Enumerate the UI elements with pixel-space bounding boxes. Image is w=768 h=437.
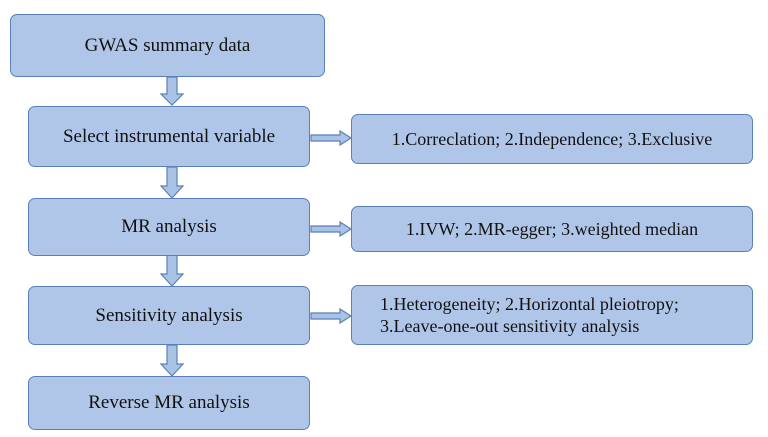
step-gwas-label: GWAS summary data [84, 34, 251, 56]
detail-select-label: 1.Correclation; 2.Independence; 3.Exclus… [391, 128, 713, 149]
right-arrow-1 [310, 129, 353, 147]
step-select-instrumental-variable: Select instrumental variable [28, 106, 310, 167]
step-sensitivity-analysis: Sensitivity analysis [28, 286, 310, 345]
down-arrow-2 [159, 166, 185, 199]
down-arrow-3 [159, 254, 185, 287]
down-arrow-1 [159, 76, 185, 106]
detail-sensitivity-line1: 1.Heterogeneity; 2.Horizontal pleiotropy… [380, 293, 679, 314]
detail-mr-label: 1.IVW; 2.MR-egger; 3.weighted median [405, 218, 699, 239]
step-reverse-mr-analysis: Reverse MR analysis [28, 376, 310, 430]
detail-sensitivity-line2: 3.Leave-one-out sensitivity analysis [380, 316, 640, 336]
step-select-label: Select instrumental variable [62, 125, 276, 147]
step-mr-label: MR analysis [121, 216, 217, 238]
detail-mr-methods: 1.IVW; 2.MR-egger; 3.weighted median [351, 206, 753, 252]
step-reverse-label: Reverse MR analysis [88, 392, 250, 414]
step-gwas-summary-data: GWAS summary data [10, 14, 325, 77]
down-arrow-4 [159, 344, 185, 377]
detail-select-criteria: 1.Correclation; 2.Independence; 3.Exclus… [351, 114, 753, 164]
right-arrow-3 [310, 307, 353, 325]
step-sensitivity-label: Sensitivity analysis [95, 304, 243, 326]
right-arrow-2 [310, 220, 353, 238]
detail-sensitivity-tests: 1.Heterogeneity; 2.Horizontal pleiotropy… [351, 285, 753, 345]
step-mr-analysis: MR analysis [28, 198, 310, 256]
